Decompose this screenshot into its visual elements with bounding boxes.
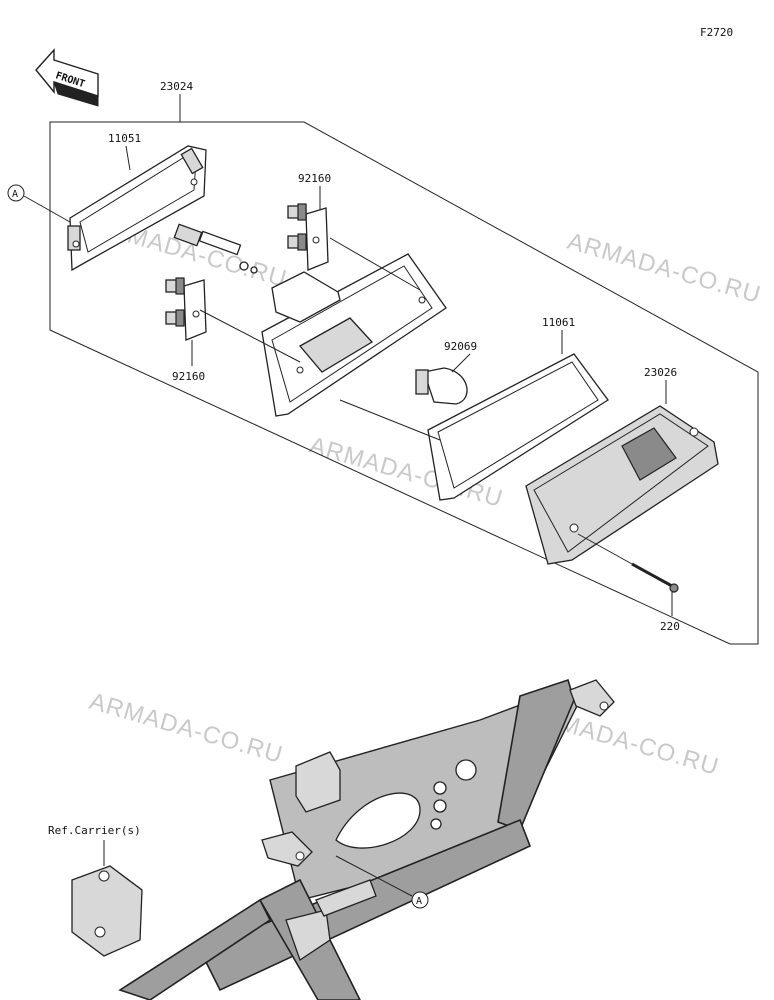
socket-lower-part	[165, 277, 207, 341]
gasket-part	[427, 353, 609, 501]
socket-upper-part	[287, 203, 329, 271]
label-bracket: 11051	[108, 132, 141, 145]
label-bulb: 92069	[444, 340, 477, 353]
lamp-housing-part	[261, 253, 447, 417]
front-arrow-icon: FRONT	[35, 48, 99, 107]
label-lens: 23026	[644, 366, 677, 379]
alignment-lines	[199, 237, 633, 565]
carrier-frame	[71, 678, 615, 1000]
marker-a-bottom: A	[335, 855, 429, 909]
wire-connector	[173, 223, 258, 274]
label-screw: 220	[660, 620, 680, 633]
svg-text:A: A	[416, 896, 422, 907]
label-assembly: 23024	[160, 80, 193, 93]
figure-code: F2720	[700, 26, 733, 39]
bracket-part	[67, 145, 207, 272]
screw-part	[631, 562, 679, 593]
label-ref-carrier: Ref.Carrier(s)	[48, 824, 141, 837]
watermark-2: ARMADA-CO.RU	[564, 228, 764, 309]
assembly-frame	[49, 121, 759, 645]
leader-bulb	[451, 353, 471, 373]
label-gasket: 11061	[542, 316, 575, 329]
watermark-4: ARMADA-CO.RU	[86, 688, 286, 769]
bulb-part	[415, 367, 468, 405]
lens-part	[525, 405, 719, 565]
label-socket-upper: 92160	[298, 172, 331, 185]
leader-bracket	[125, 145, 131, 171]
label-socket-lower: 92160	[172, 370, 205, 383]
marker-a-top: A	[7, 184, 71, 223]
svg-text:A: A	[12, 189, 18, 200]
